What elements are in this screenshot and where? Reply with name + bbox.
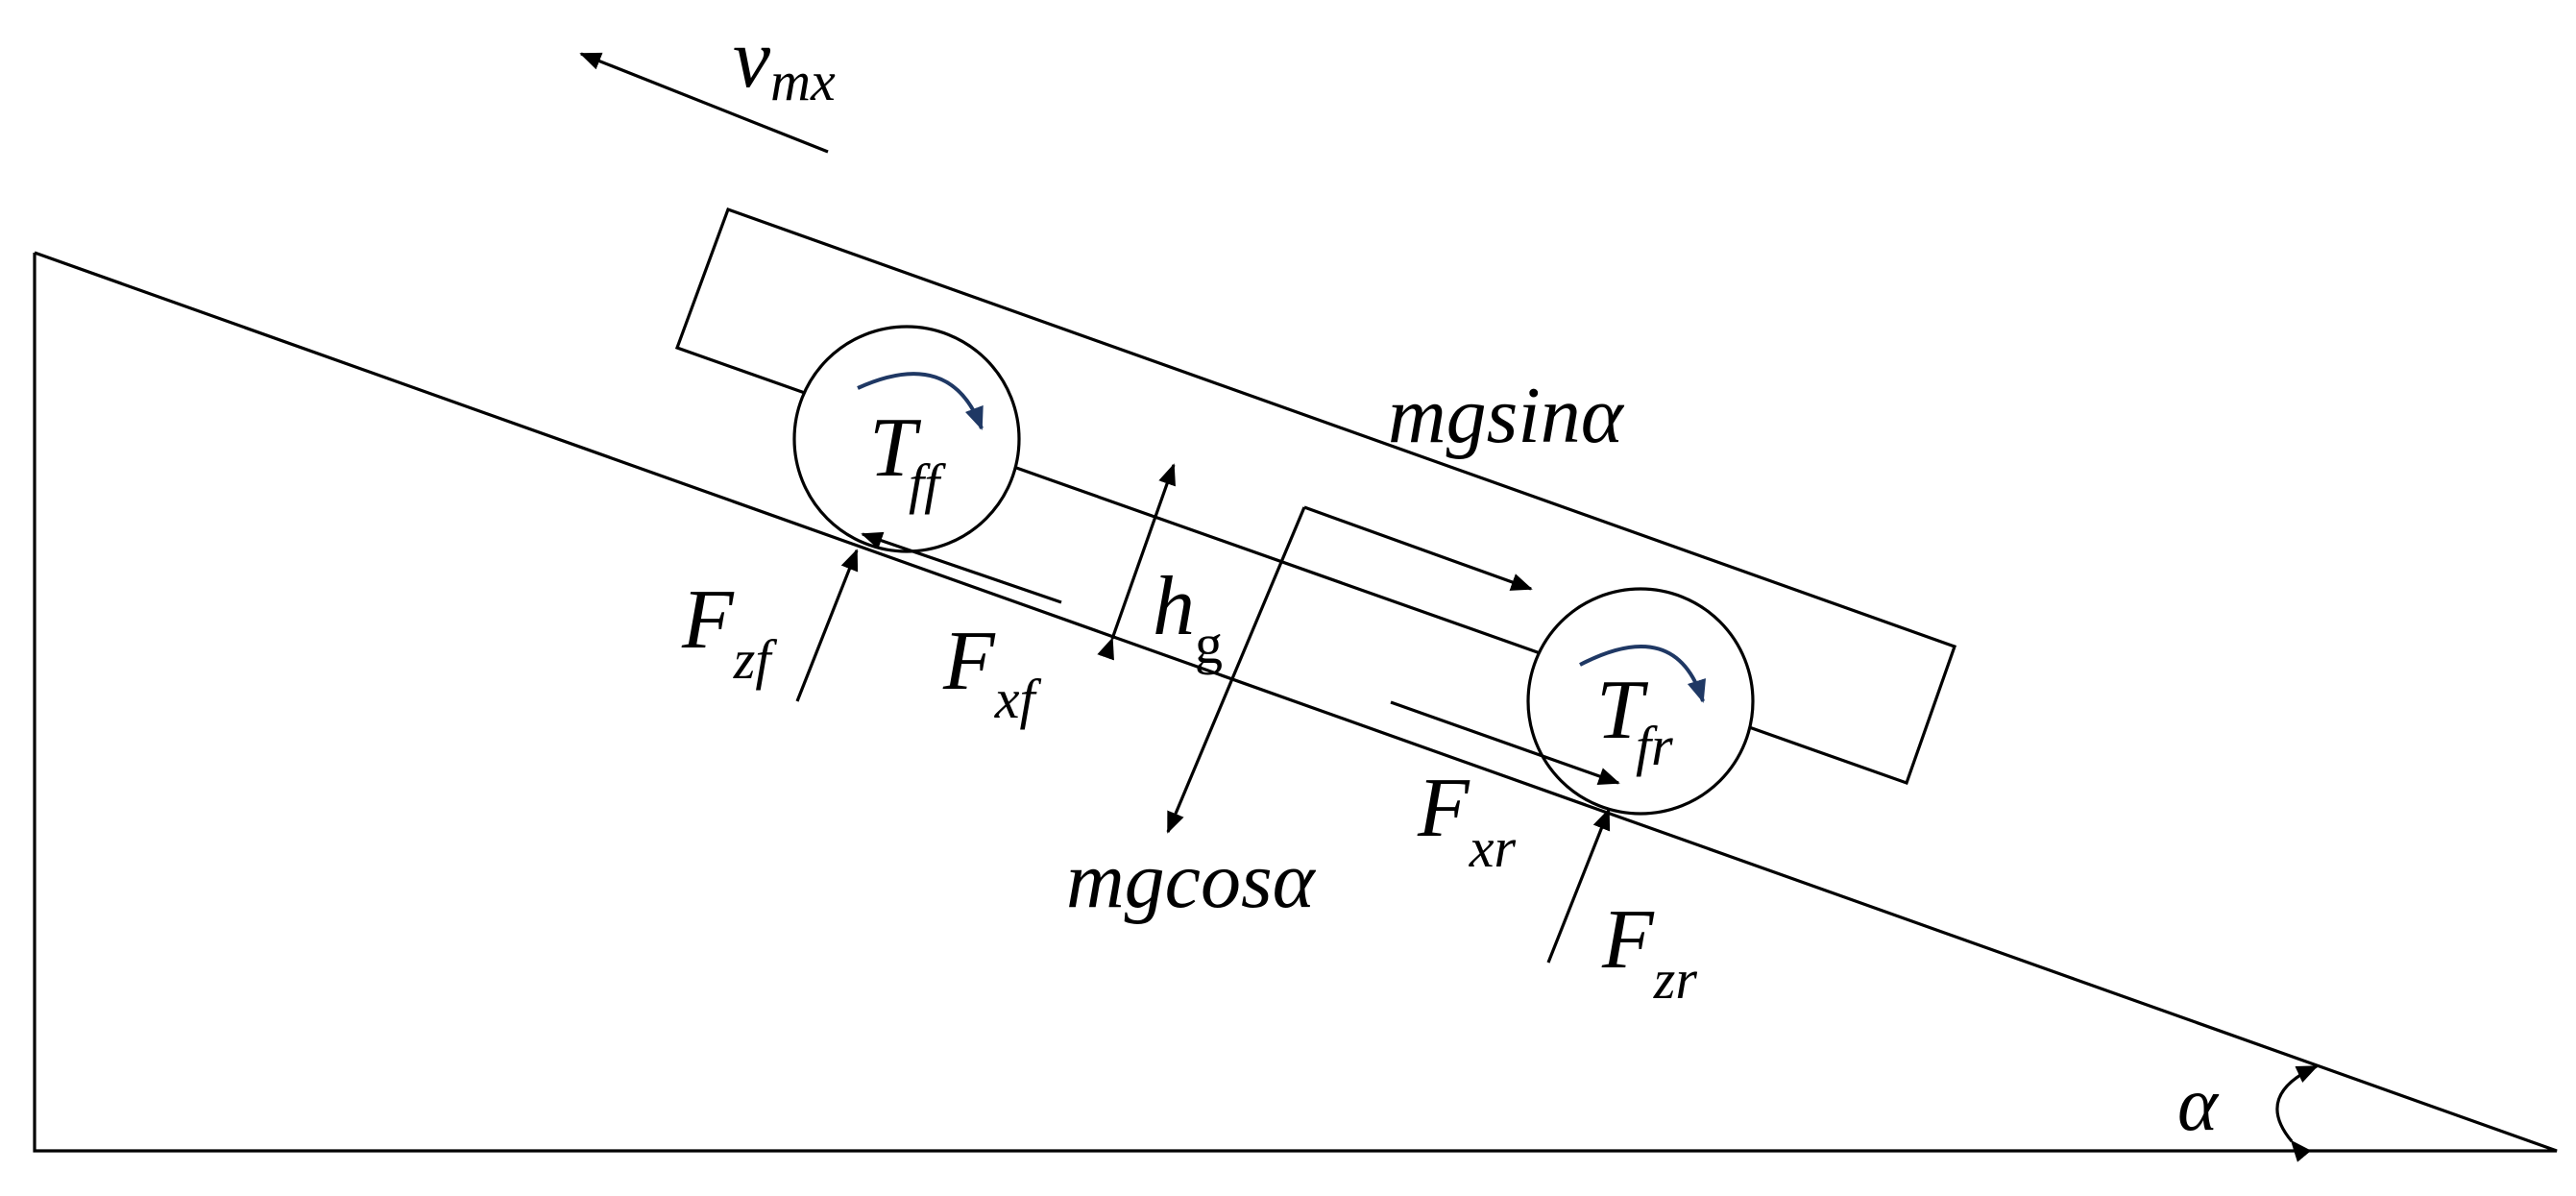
- front-wheel: [792, 325, 1021, 553]
- rear-torque-arrow: [1579, 644, 1706, 703]
- cg-height-label: hg: [1153, 560, 1223, 675]
- front-torque-arrow: [857, 372, 984, 430]
- vehicle-body: [674, 207, 1957, 786]
- gravity-normal-line: [1166, 506, 1306, 834]
- gravity-normal-label: mgcosα: [1066, 836, 1317, 925]
- incline-surface: [33, 251, 2558, 1153]
- velocity-arrow: [579, 52, 829, 154]
- rear-wheel: [1526, 587, 1755, 816]
- front-normal-arrow: [795, 549, 859, 702]
- front-traction-label: Fxf: [942, 615, 1042, 730]
- gravity-parallel-label: mgsinα: [1388, 371, 1625, 460]
- front-traction-arrow: [861, 531, 1062, 604]
- rear-traction-label: Fxr: [1417, 762, 1517, 879]
- rear-traction-arrow: [1390, 700, 1620, 785]
- rear-torque-label: Tfr: [1596, 664, 1673, 777]
- velocity-label: vmx: [733, 12, 836, 112]
- front-normal-label: Fzf: [681, 574, 777, 691]
- slope-angle-arc: [2275, 1064, 2319, 1162]
- rear-normal-label: Fzr: [1601, 893, 1697, 1011]
- gravity-parallel-line: [1303, 505, 1533, 591]
- cg-height-arrow: [1097, 463, 1176, 661]
- rear-normal-arrow: [1546, 808, 1611, 964]
- slope-angle-label: α: [2177, 1062, 2220, 1147]
